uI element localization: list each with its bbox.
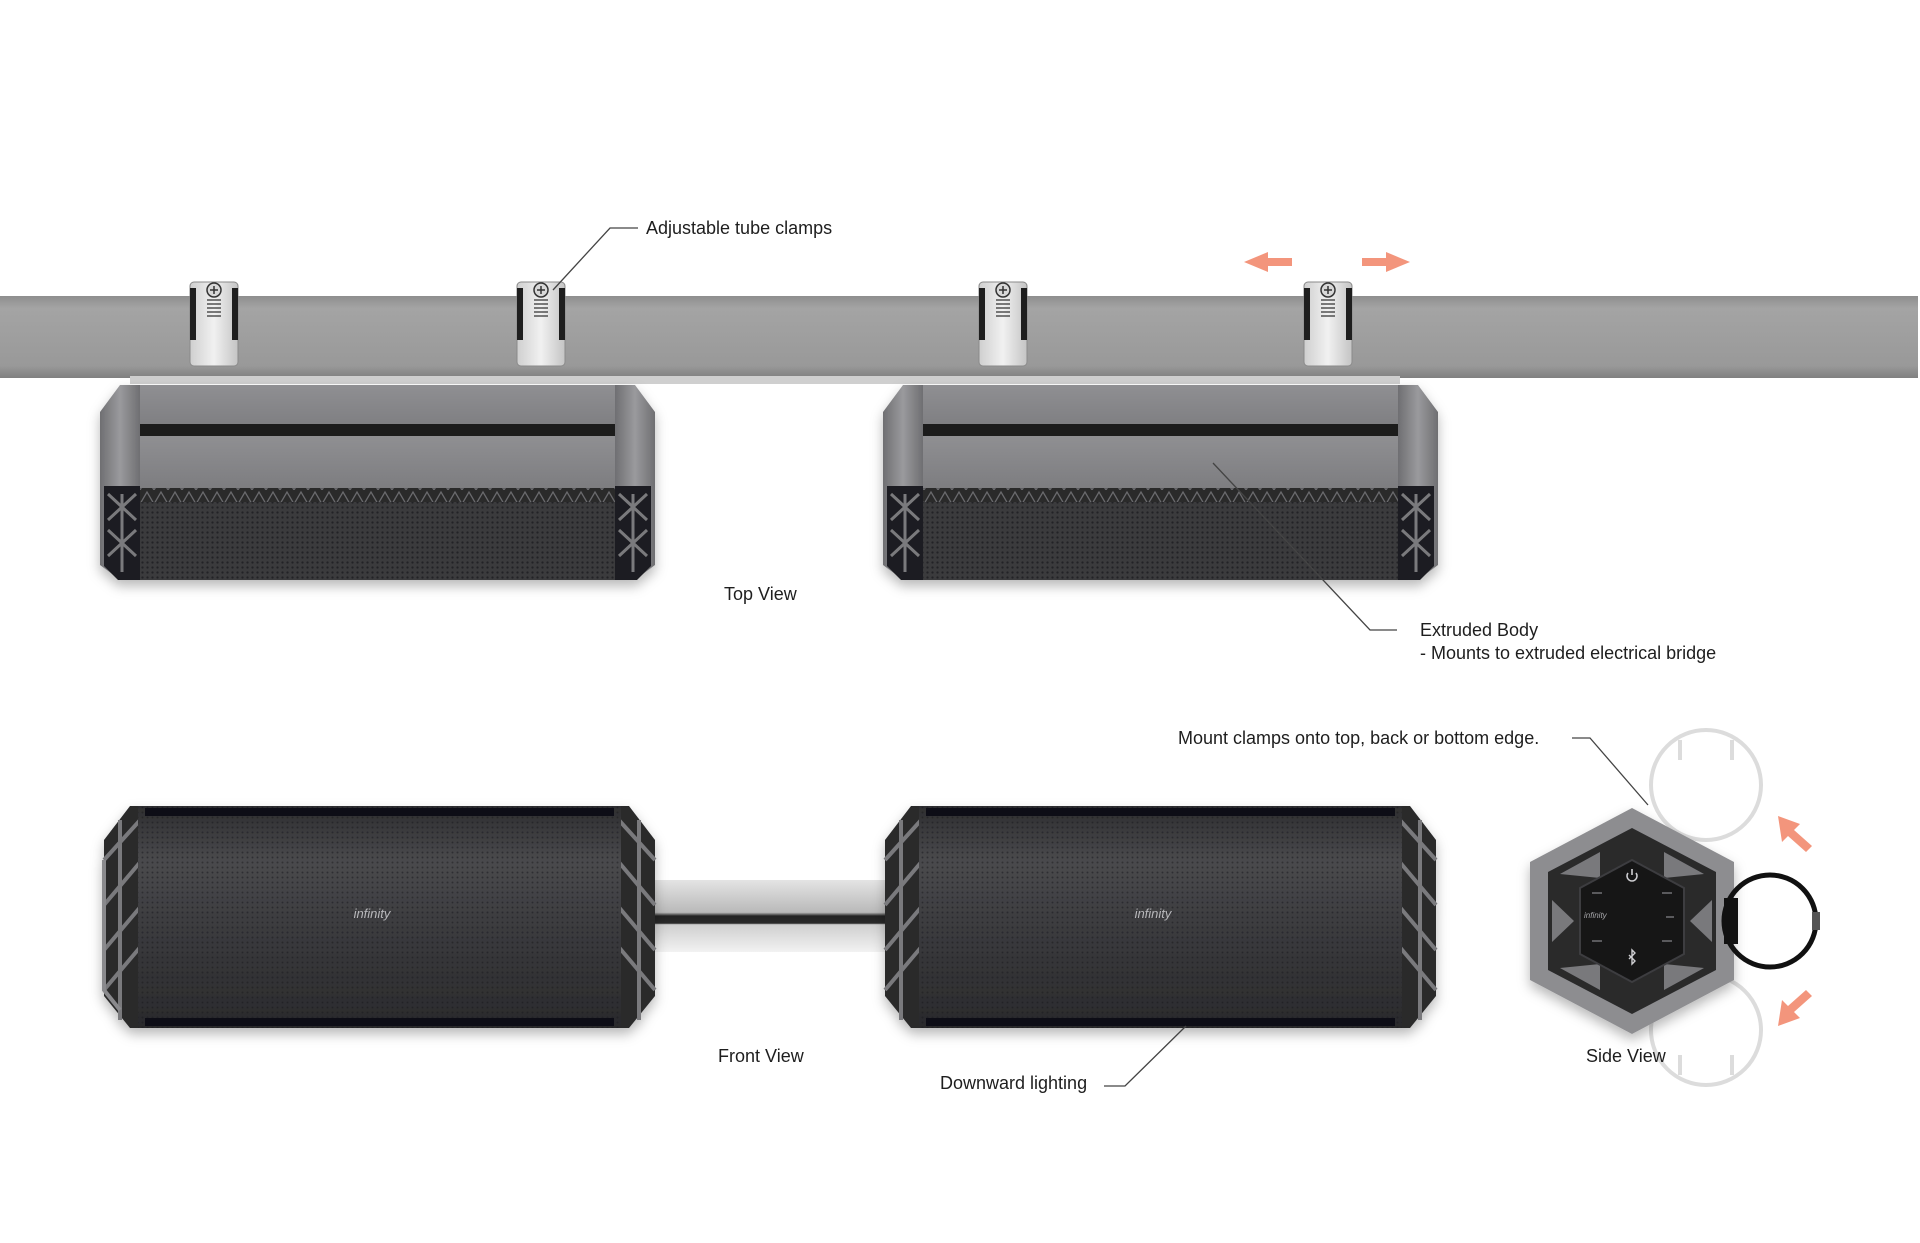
- top-view-speaker-left: [100, 385, 655, 580]
- brand-logo: infinity: [1135, 906, 1173, 921]
- label-top-view: Top View: [724, 584, 797, 604]
- tube-clamp-2: [516, 281, 566, 367]
- move-left-right-arrows: [1244, 252, 1410, 272]
- label-front-view: Front View: [718, 1046, 804, 1066]
- clamp-screw-icon: [1320, 282, 1336, 317]
- side-view-active-clamp: [1721, 872, 1820, 970]
- electrical-bridge: [655, 880, 885, 952]
- label-mount-clamps: Mount clamps onto top, back or bottom ed…: [1178, 728, 1540, 748]
- label-extruded-body-title: Extruded Body: [1420, 620, 1539, 640]
- power-icon: [1626, 869, 1638, 882]
- top-view-speaker-right: [883, 385, 1438, 580]
- clamp-screw-icon: [533, 282, 549, 317]
- clamp-screw-icon: [995, 282, 1011, 317]
- mounting-tube: [0, 296, 1918, 378]
- clamp-screw-icon: [206, 282, 222, 317]
- svg-text:infinity: infinity: [1584, 911, 1608, 920]
- bridge-rail: [130, 376, 1400, 384]
- side-view-speaker: infinity: [1530, 808, 1734, 1034]
- leader-lines: [552, 227, 1649, 1087]
- tube-clamp-4: [1303, 281, 1353, 367]
- rotate-arrows: [1778, 816, 1812, 1026]
- tube-clamp-1: [189, 281, 239, 367]
- label-adjustable-tube-clamps: Adjustable tube clamps: [646, 218, 833, 238]
- brand-logo: infinity: [354, 906, 392, 921]
- label-side-view: Side View: [1586, 1046, 1666, 1066]
- front-view-speaker-right: infinity: [883, 806, 1438, 1028]
- bluetooth-icon: [1628, 948, 1636, 966]
- tube-clamp-3: [978, 281, 1028, 367]
- front-view-speaker-left: infinity: [102, 806, 657, 1028]
- label-downward-lighting: Downward lighting: [940, 1073, 1088, 1093]
- label-extruded-body-sub: - Mounts to extruded electrical bridge: [1420, 643, 1717, 663]
